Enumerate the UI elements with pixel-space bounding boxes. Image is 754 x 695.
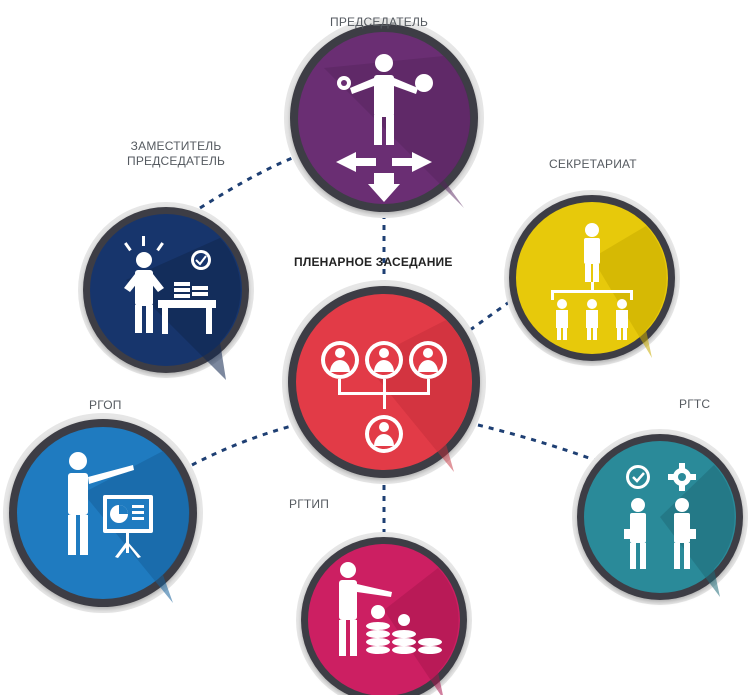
hierarchy-icon <box>551 223 633 340</box>
connector-deputy <box>199 153 301 210</box>
connector-secretariat <box>469 298 513 332</box>
label-deputy: ЗАМЕСТИТЕЛЬ ПРЕДСЕДАТЕЛЬ <box>127 139 225 169</box>
label-deputy-line1: ЗАМЕСТИТЕЛЬ <box>130 139 222 153</box>
node-rgts <box>572 429 748 605</box>
org-chart-icon <box>321 341 447 453</box>
label-rgts: РГТС <box>679 397 711 411</box>
presenter-icon <box>68 452 153 558</box>
label-center: ПЛЕНАРНОЕ ЗАСЕДАНИЕ <box>294 255 453 269</box>
label-rgtip: РГТИП <box>289 497 330 511</box>
connector-rgts <box>477 423 601 464</box>
node-rgtip <box>296 532 472 695</box>
label-secretariat: СЕКРЕТАРИАТ <box>549 157 637 171</box>
label-chairman: ПРЕДСЕДАТЕЛЬ <box>330 15 429 29</box>
team-gear-icon <box>624 463 696 569</box>
node-secretariat <box>504 190 680 366</box>
node-deputy <box>78 202 254 380</box>
desk-worker-icon <box>124 236 216 334</box>
label-deputy-line2: ПРЕДСЕДАТЕЛЬ <box>127 154 226 168</box>
node-chairman <box>284 18 484 218</box>
node-center <box>282 280 486 484</box>
node-rgop <box>3 413 203 613</box>
label-rgop: РГОП <box>89 398 122 412</box>
connector-rgop <box>191 423 296 467</box>
money-coins-icon <box>339 562 442 656</box>
balance-decision-icon <box>336 54 433 202</box>
